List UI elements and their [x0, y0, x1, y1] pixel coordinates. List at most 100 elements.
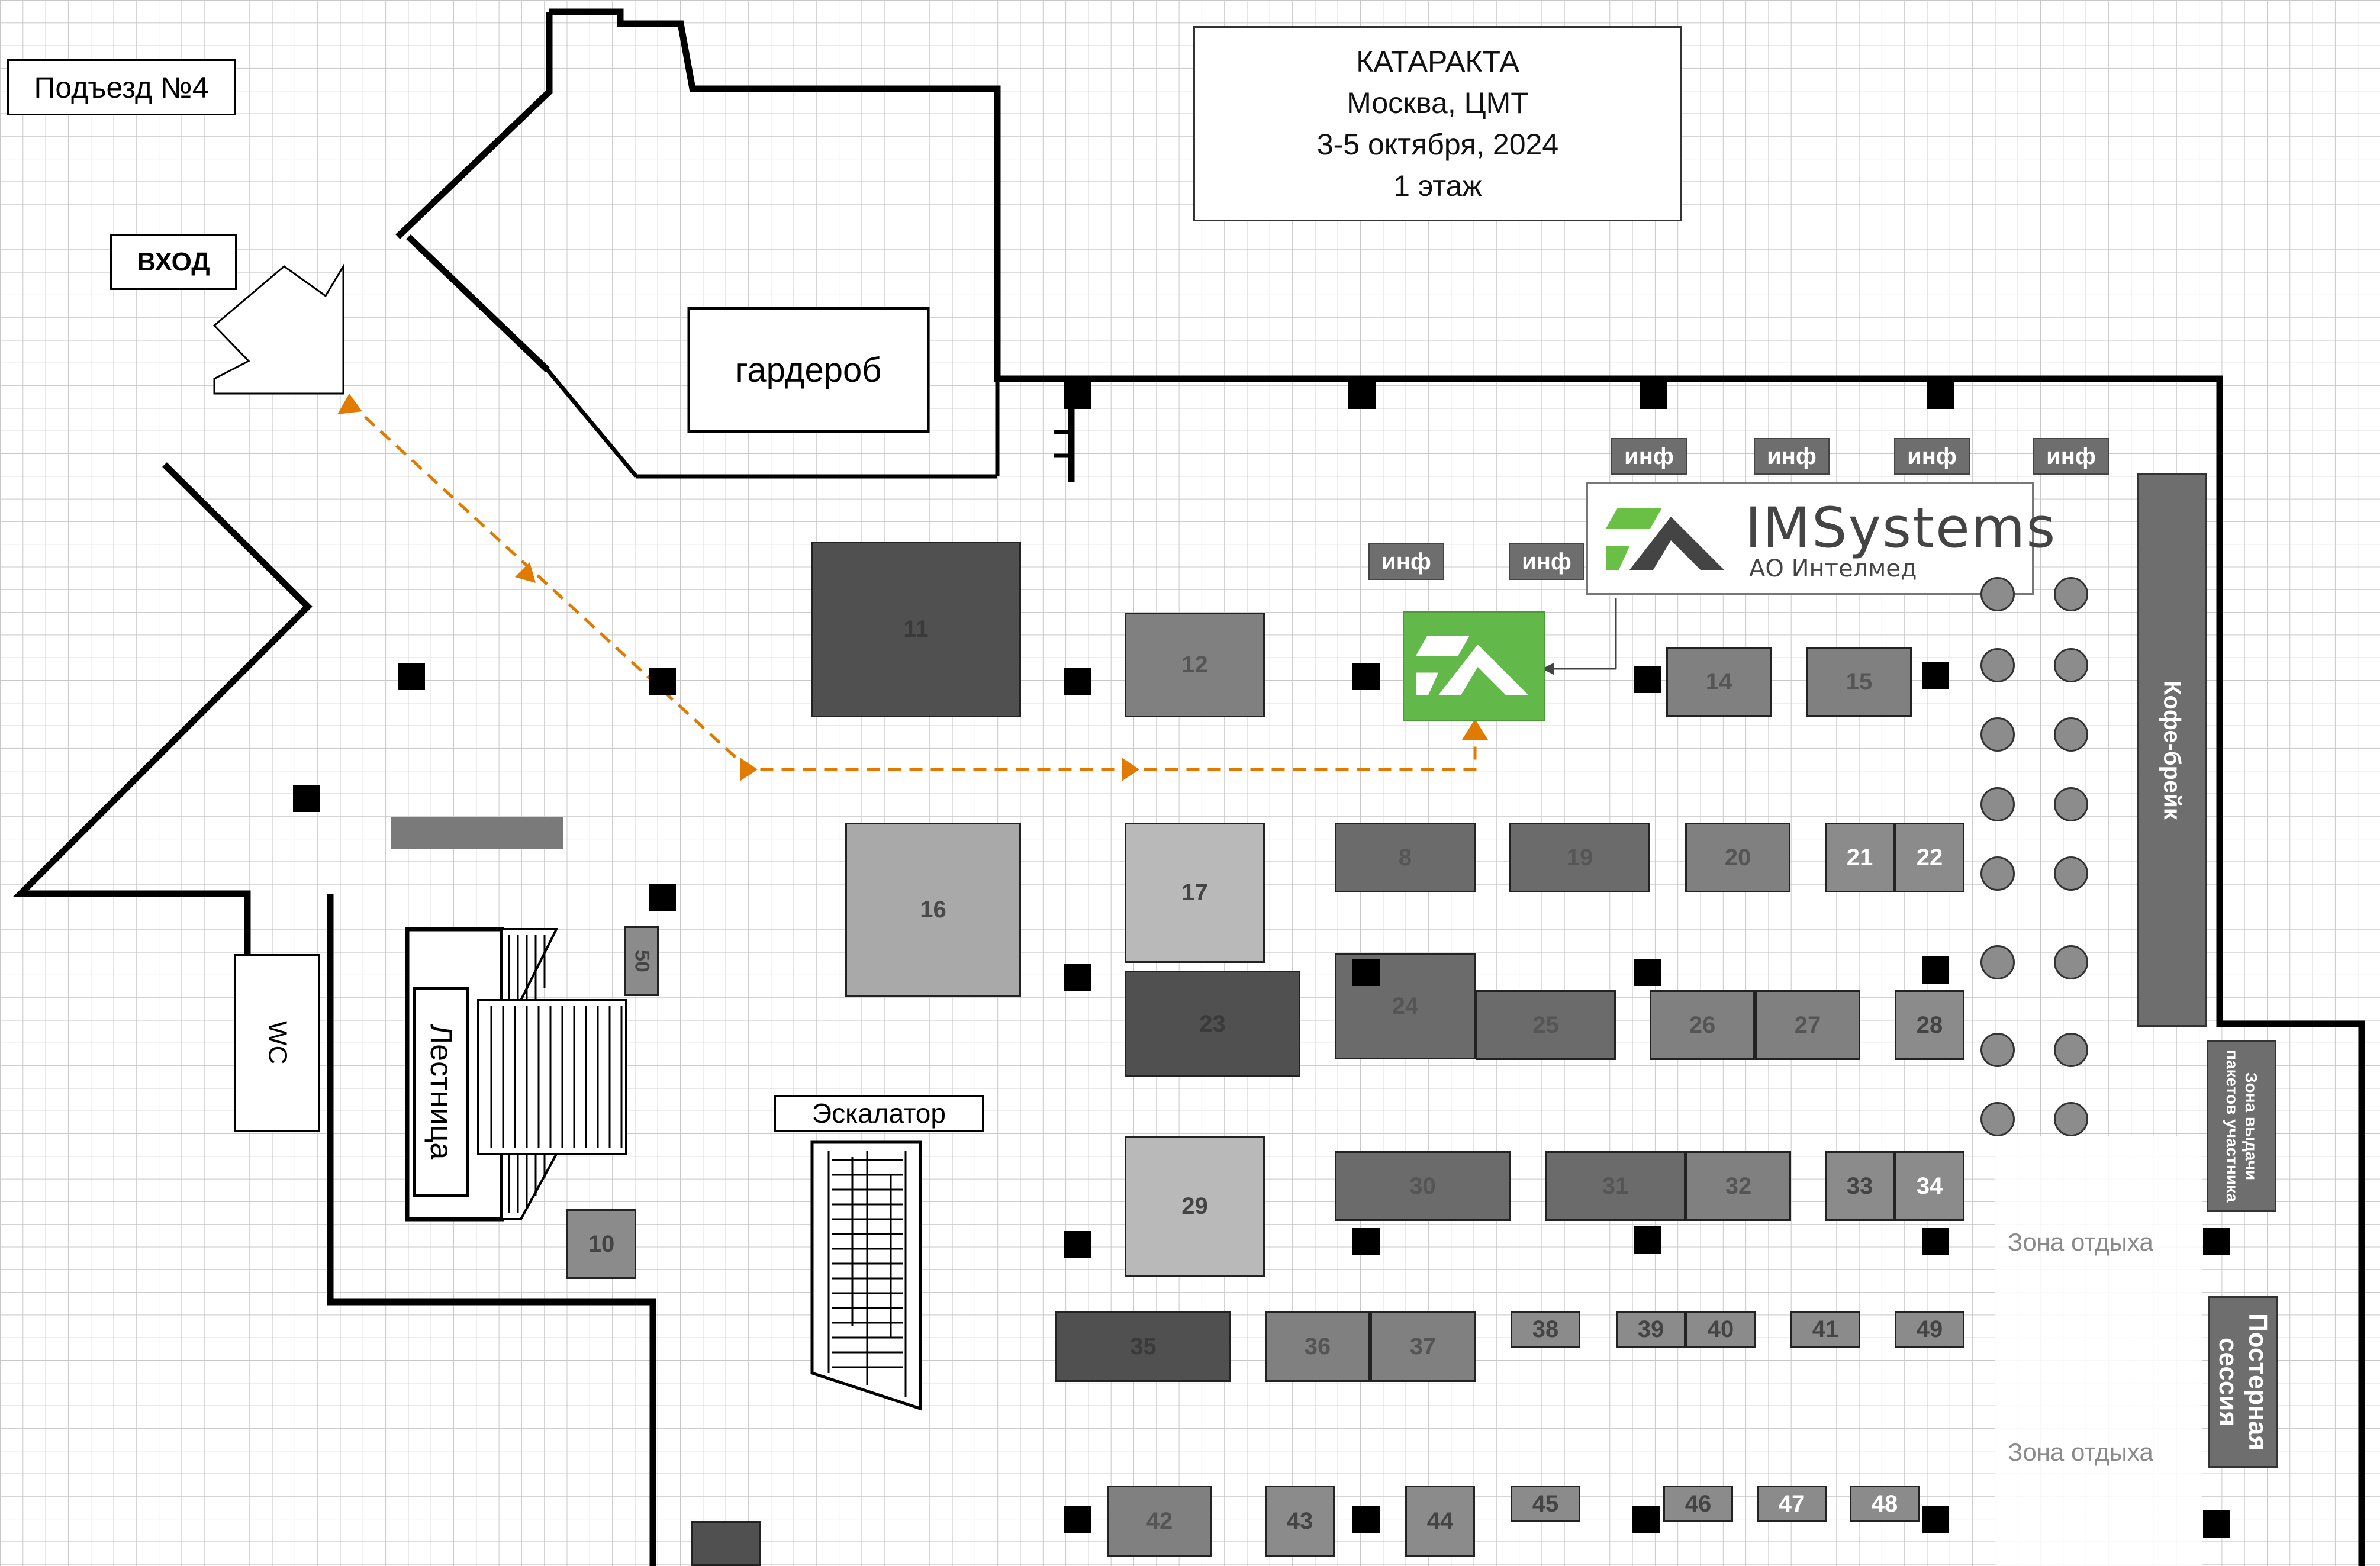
- booth-21[interactable]: 21: [1825, 823, 1895, 892]
- booth-24[interactable]: 24: [1335, 953, 1476, 1059]
- pillar: [1634, 1226, 1661, 1254]
- stool: [2054, 945, 2088, 979]
- booth-42[interactable]: 42: [1107, 1486, 1212, 1557]
- pillar: [1922, 1506, 1949, 1533]
- poster-session-zone: Постерная сессия: [2208, 1296, 2278, 1468]
- booth-38[interactable]: 38: [1511, 1311, 1580, 1348]
- booth-45[interactable]: 45: [1511, 1486, 1580, 1522]
- info-desk: инф: [1754, 438, 1830, 475]
- event-floor: 1 этаж: [1393, 169, 1482, 202]
- pillar: [1064, 964, 1091, 991]
- event-venue: Москва, ЦМТ: [1347, 86, 1529, 120]
- booth-39[interactable]: 39: [1616, 1311, 1686, 1348]
- booth-partial[interactable]: [691, 1521, 761, 1566]
- coffee-break-zone: Кофе-брейк: [2137, 473, 2207, 1027]
- booth-46[interactable]: 46: [1663, 1486, 1733, 1522]
- booth-23[interactable]: 23: [1125, 971, 1300, 1077]
- booth-35[interactable]: 35: [1055, 1311, 1231, 1382]
- booth-33[interactable]: 33: [1825, 1151, 1895, 1221]
- pillar: [1352, 663, 1380, 690]
- booth-8[interactable]: 8: [1335, 823, 1476, 892]
- booth-37[interactable]: 37: [1370, 1311, 1476, 1382]
- stool: [2054, 1033, 2088, 1067]
- stool: [2054, 577, 2088, 611]
- pillar: [1922, 1228, 1949, 1255]
- event-name: КАТАРАКТА: [1356, 45, 1519, 78]
- imsystems-logo-box: IMSystems АО Интелмед: [1586, 482, 2055, 595]
- stool: [1980, 648, 2015, 682]
- pillar: [649, 668, 676, 695]
- pillar: [1064, 382, 1091, 409]
- rest-zone-1: Зона отдыха: [2008, 1228, 2153, 1256]
- route-path: [348, 401, 1477, 771]
- event-dates: 3-5 октября, 2024: [1316, 128, 1559, 161]
- booth-49[interactable]: 49: [1895, 1311, 1964, 1348]
- info-desk: инф: [1894, 438, 1970, 475]
- stool: [1980, 717, 2015, 752]
- rest-zone-2: Зона отдыха: [2008, 1438, 2153, 1466]
- booth-19[interactable]: 19: [1509, 823, 1650, 892]
- booth-50[interactable]: 50: [624, 926, 659, 996]
- pillar: [1632, 1506, 1660, 1533]
- booth-26[interactable]: 26: [1650, 990, 1755, 1060]
- stool: [2054, 717, 2088, 752]
- booth-10[interactable]: 10: [566, 1209, 636, 1279]
- imsystems-logo-icon: [1606, 508, 1724, 570]
- stool: [1980, 1102, 2015, 1136]
- entrance-arrow-icon: [212, 263, 344, 395]
- pillar: [1352, 1228, 1380, 1255]
- booth-15[interactable]: 15: [1806, 647, 1912, 717]
- booth-31[interactable]: 31: [1545, 1151, 1686, 1221]
- booth-28[interactable]: 28: [1895, 990, 1964, 1060]
- info-desk: инф: [1509, 543, 1584, 580]
- stool: [1980, 577, 2015, 611]
- booth-17[interactable]: 17: [1125, 823, 1265, 963]
- booth-48[interactable]: 48: [1850, 1486, 1920, 1522]
- booth-25[interactable]: 25: [1476, 990, 1616, 1060]
- stool: [2054, 1102, 2088, 1136]
- booth-43[interactable]: 43: [1265, 1486, 1335, 1557]
- booth-44[interactable]: 44: [1405, 1486, 1475, 1557]
- booth-41[interactable]: 41: [1790, 1311, 1860, 1348]
- booth-22[interactable]: 22: [1895, 823, 1964, 892]
- booth-29[interactable]: 29: [1125, 1136, 1265, 1277]
- pillar: [2203, 1228, 2230, 1255]
- booth-32[interactable]: 32: [1686, 1151, 1791, 1221]
- event-title-box: КАТАРАКТА Москва, ЦМТ 3-5 октября, 2024 …: [1193, 26, 1682, 221]
- booth-27[interactable]: 27: [1755, 990, 1860, 1060]
- booth-36[interactable]: 36: [1265, 1311, 1370, 1382]
- booth-16[interactable]: 16: [845, 823, 1021, 997]
- pillar: [1348, 382, 1376, 409]
- info-desk: инф: [1611, 438, 1687, 475]
- escalator-label: Эскалатор: [774, 1095, 984, 1132]
- stool: [1980, 787, 2015, 821]
- vhod-label: ВХОД: [110, 234, 237, 290]
- booth-14[interactable]: 14: [1666, 647, 1772, 717]
- pillar: [1634, 666, 1661, 693]
- booth-20[interactable]: 20: [1685, 823, 1790, 892]
- booth-12[interactable]: 12: [1125, 613, 1265, 717]
- booth-11[interactable]: 11: [811, 542, 1021, 717]
- garderob-label: гардероб: [688, 308, 929, 432]
- stool: [1980, 856, 2015, 891]
- stool: [1980, 945, 2015, 979]
- booth-47[interactable]: 47: [1757, 1486, 1827, 1522]
- booth-40[interactable]: 40: [1686, 1311, 1756, 1348]
- pillar: [1064, 668, 1091, 695]
- pillar: [1634, 959, 1661, 986]
- booth-30[interactable]: 30: [1335, 1151, 1511, 1221]
- pillar: [1640, 382, 1667, 409]
- pillar: [293, 785, 320, 812]
- stairs-label: Лестница: [414, 988, 468, 1196]
- entrance-label: Подъезд №4: [7, 59, 236, 115]
- imsystems-booth[interactable]: [1403, 611, 1545, 721]
- pillar: [1922, 662, 1949, 689]
- stool: [2054, 787, 2088, 821]
- stool: [1980, 1033, 2015, 1067]
- imsystems-name: IMSystems: [1745, 496, 2057, 560]
- booth-34[interactable]: 34: [1895, 1151, 1964, 1221]
- pillar: [398, 663, 425, 690]
- pillar: [2203, 1510, 2230, 1538]
- pillar: [1064, 1231, 1091, 1258]
